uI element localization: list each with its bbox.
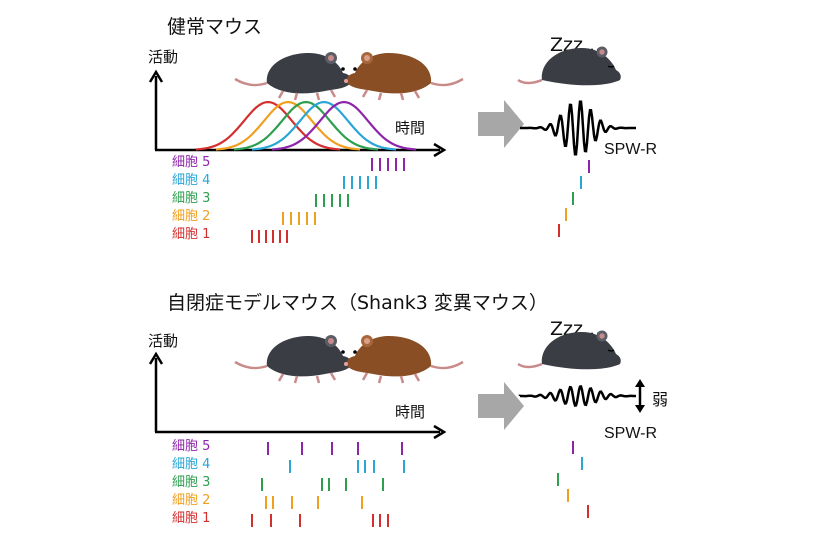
- activity-curve-3: [233, 100, 379, 151]
- panel2-weak-label: 弱: [652, 390, 669, 409]
- panel1-x-axis-arrowhead: [433, 142, 447, 158]
- panel1-cell-labels: 細胞 5 細胞 4 細胞 3 細胞 2 細胞 1: [172, 154, 210, 244]
- panel2-x-axis-arrowhead: [433, 424, 447, 440]
- panel2-amplitude-arrow: [635, 379, 645, 413]
- panel2-y-axis-label: 活動: [148, 332, 179, 350]
- panel1-cell2-label: 細胞 2: [172, 209, 211, 224]
- panel2-cell2-label: 細胞 2: [172, 493, 211, 508]
- panel1-title: 健常マウス: [167, 16, 263, 38]
- panel1-y-axis-label: 活動: [148, 48, 179, 66]
- panel2-cell-labels: 細胞 5 細胞 4 細胞 3 細胞 2 細胞 1: [172, 438, 210, 528]
- panel2-spike-raster: [251, 442, 405, 527]
- panel1-cell1-label: 細胞 1: [172, 227, 211, 242]
- panel1-activity-curves: [195, 100, 417, 151]
- activity-curve-5: [271, 100, 417, 151]
- panel1-cell5-label: 細胞 5: [172, 155, 211, 170]
- panel2-y-axis-arrowhead: [148, 351, 164, 365]
- panel1-y-axis-arrowhead: [148, 69, 164, 83]
- panel2-cell4-label: 細胞 4: [172, 457, 211, 472]
- panel2-cell3-label: 細胞 3: [172, 475, 211, 490]
- panel1-x-axis-label: 時間: [395, 119, 426, 137]
- panel1-spwr-waveform: [520, 100, 636, 156]
- panel1-spwr-label: SPW-R: [604, 141, 658, 158]
- panel1-gray-mouse: [233, 50, 356, 102]
- activity-curve-4: [251, 100, 397, 151]
- panel1-replay-sequence: [558, 160, 590, 237]
- panel1-cell4-label: 細胞 4: [172, 173, 211, 188]
- panel2-x-axis-label: 時間: [395, 403, 426, 421]
- panel1-spike-raster: [251, 158, 405, 243]
- activity-curve-1: [195, 100, 341, 151]
- panel1-brown-mouse: [342, 50, 465, 102]
- panel2-spwr-waveform: [518, 385, 637, 407]
- panel2-brown-mouse: [342, 333, 465, 385]
- panel2-title: 自閉症モデルマウス（Shank3 変異マウス）: [167, 292, 548, 314]
- panel2-replay-sequence: [557, 441, 589, 518]
- panel2-cell5-label: 細胞 5: [172, 439, 211, 454]
- panel1-cell3-label: 細胞 3: [172, 191, 211, 206]
- panel1-transition-arrow: [478, 100, 524, 148]
- panel2-gray-mouse: [233, 333, 356, 385]
- panel2-spwr-label: SPW-R: [604, 425, 658, 442]
- activity-curve-2: [215, 100, 361, 151]
- panel2-cell1-label: 細胞 1: [172, 511, 211, 526]
- panel1-sleeping-mouse: [516, 45, 623, 87]
- panel2-transition-arrow: [478, 382, 524, 430]
- panel2-sleeping-mouse: [516, 329, 623, 371]
